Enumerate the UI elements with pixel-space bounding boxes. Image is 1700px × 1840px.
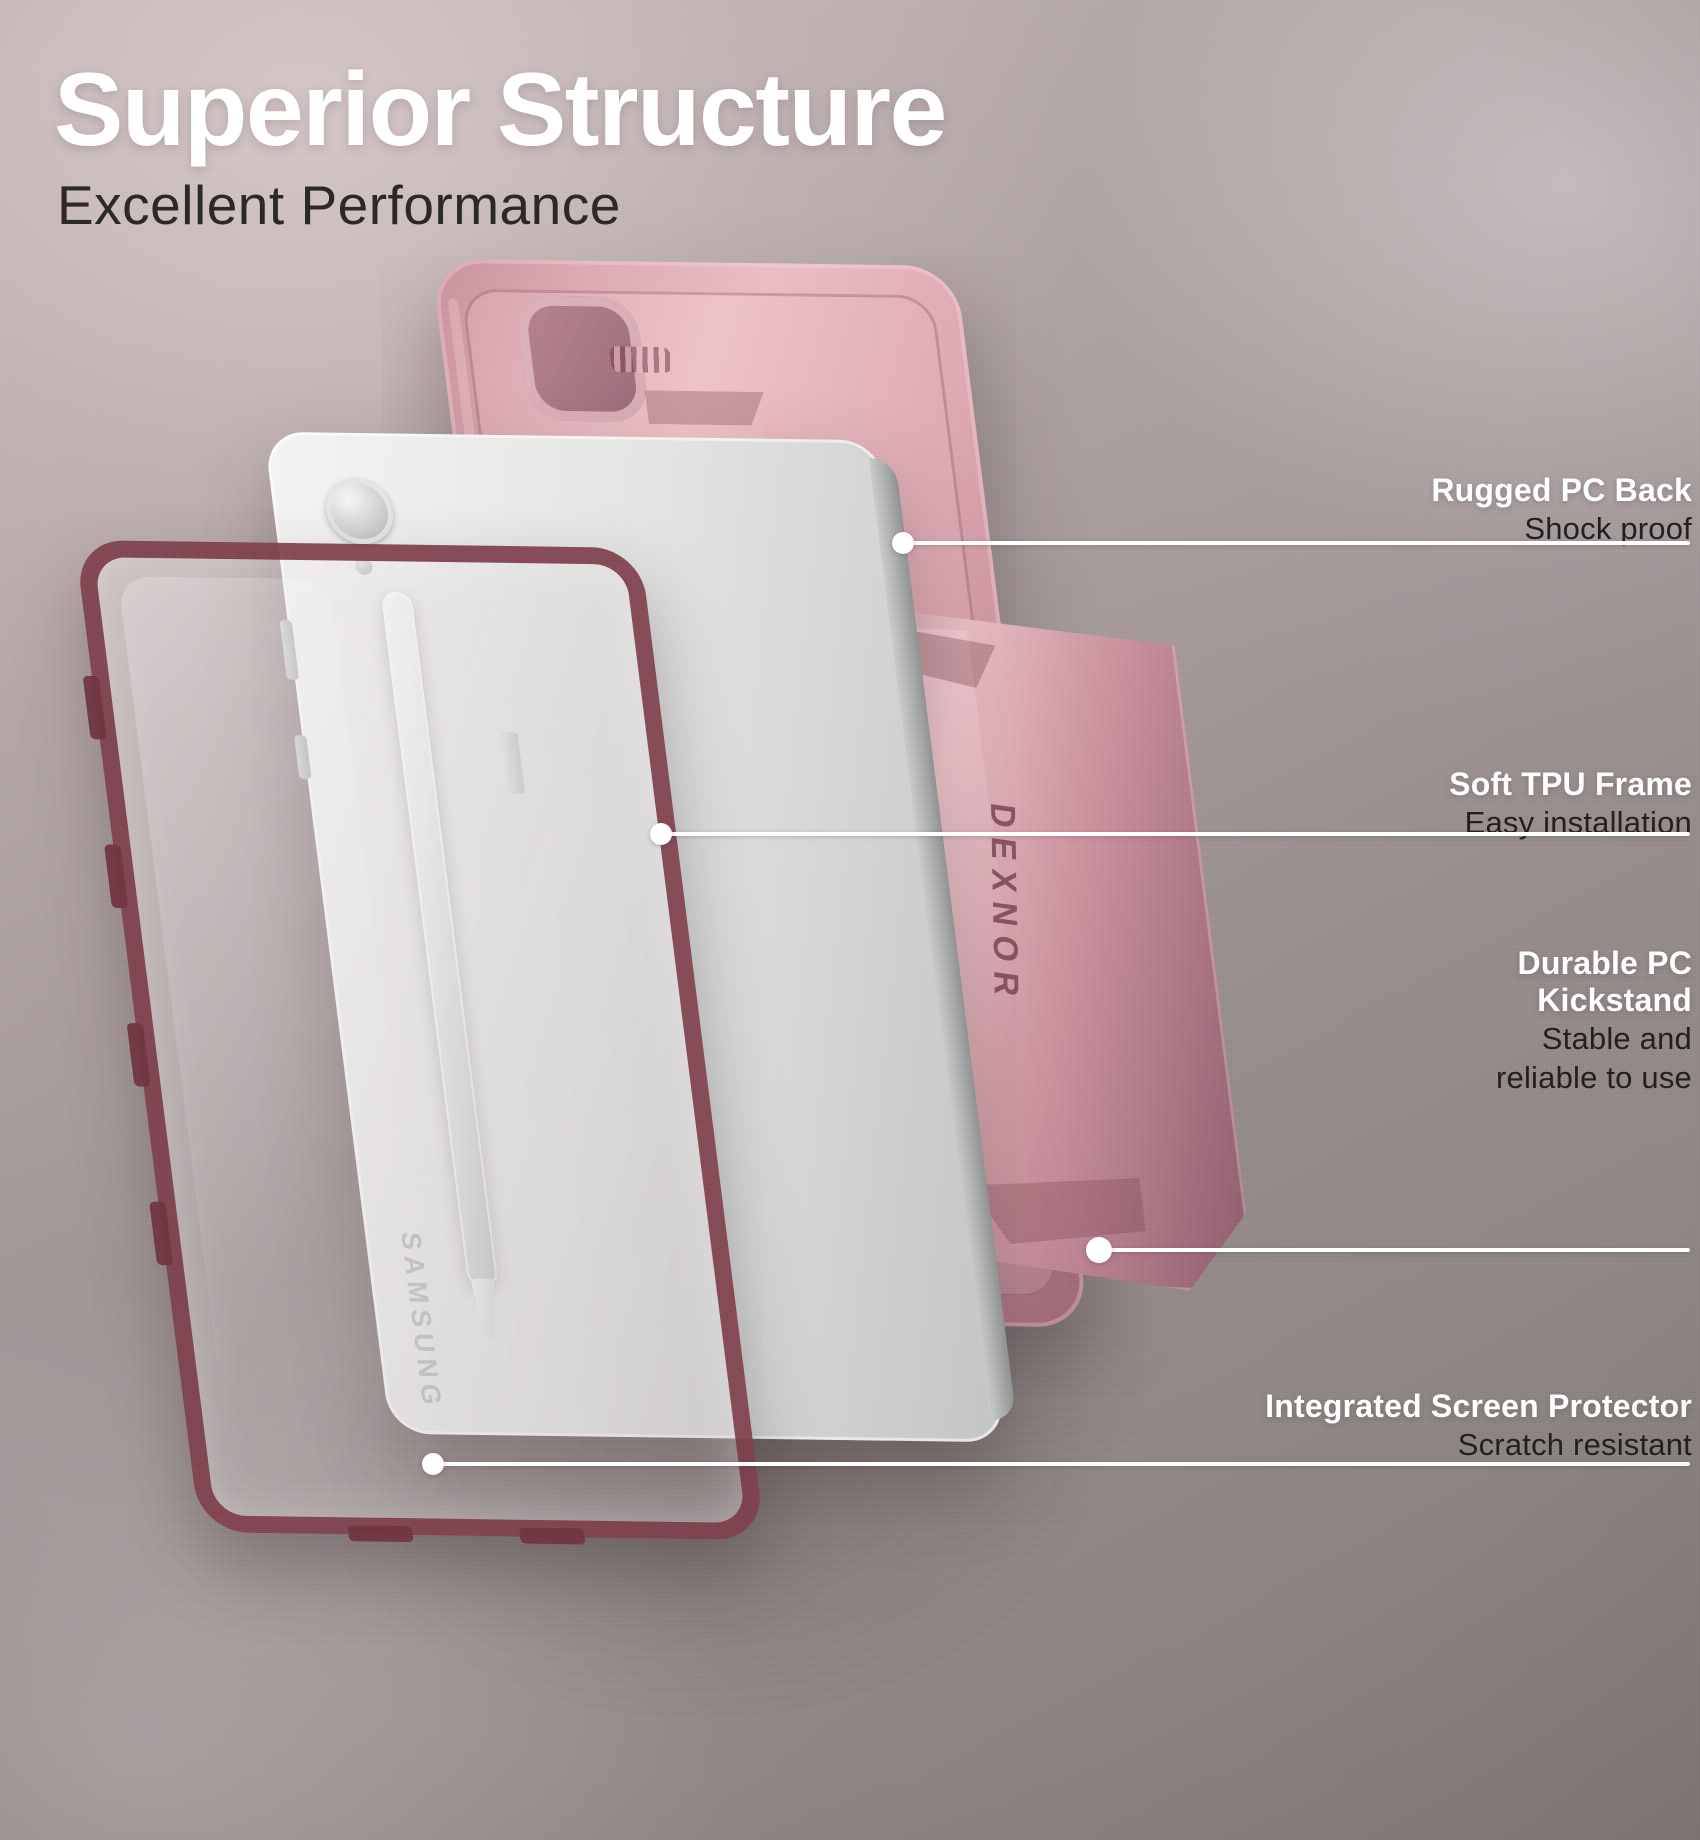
bumper-nub-left-4: [149, 1201, 174, 1266]
bumper-nub-left-3: [126, 1023, 151, 1087]
callout-title: Soft TPU Frame: [1449, 766, 1692, 802]
leader-line-rugged-pc-back: [908, 541, 1690, 545]
bumper-nub-bottom-2: [518, 1527, 586, 1545]
tablet-camera-icon: [322, 478, 397, 545]
leader-line-soft-tpu-frame: [668, 832, 1690, 836]
bumper-nub-bottom-1: [347, 1525, 414, 1543]
leader-dot-durable-pc-kickstand: [1086, 1237, 1112, 1263]
callout-rugged-pc-back: Rugged PC Back Shock proof: [1062, 472, 1692, 548]
callout-soft-tpu-frame: Soft TPU Frame Easy installation: [1062, 766, 1692, 842]
callout-subtitle: Easy installation: [1464, 805, 1692, 841]
leader-line-durable-pc-kickstand: [1108, 1248, 1690, 1252]
ground-shadow: [300, 1400, 1100, 1700]
bumper-gloss-highlight: [117, 576, 447, 1500]
callout-subtitle: Scratch resistant: [1457, 1427, 1692, 1463]
callout-integrated-screen-protector: Integrated Screen Protector Scratch resi…: [932, 1388, 1692, 1464]
page-subtitle: Excellent Performance: [57, 174, 621, 236]
leader-dot-soft-tpu-frame: [650, 823, 672, 845]
callout-subtitle: Shock proof: [1524, 511, 1692, 547]
leader-dot-integrated-screen-protector: [422, 1453, 444, 1475]
callout-title: Rugged PC Back: [1431, 472, 1692, 508]
callout-subtitle-line1: Stable and: [1541, 1021, 1692, 1057]
bumper-nub-left-1: [82, 675, 107, 740]
callout-title-line2: Kickstand: [1537, 982, 1692, 1019]
back-panel-facet-1: [645, 390, 768, 425]
callout-durable-pc-kickstand: Durable PC Kickstand Stable and reliable…: [1062, 945, 1692, 1096]
callout-title: Integrated Screen Protector: [1265, 1388, 1692, 1424]
leader-dot-rugged-pc-back: [892, 532, 914, 554]
speaker-grille-top: [608, 346, 673, 373]
page-title: Superior Structure: [54, 52, 947, 168]
bumper-nub-left-2: [103, 844, 129, 909]
leader-line-integrated-screen-protector: [440, 1462, 1690, 1466]
callout-subtitle-line2: reliable to use: [1495, 1059, 1692, 1095]
callout-title-line1: Durable PC: [1517, 945, 1692, 981]
